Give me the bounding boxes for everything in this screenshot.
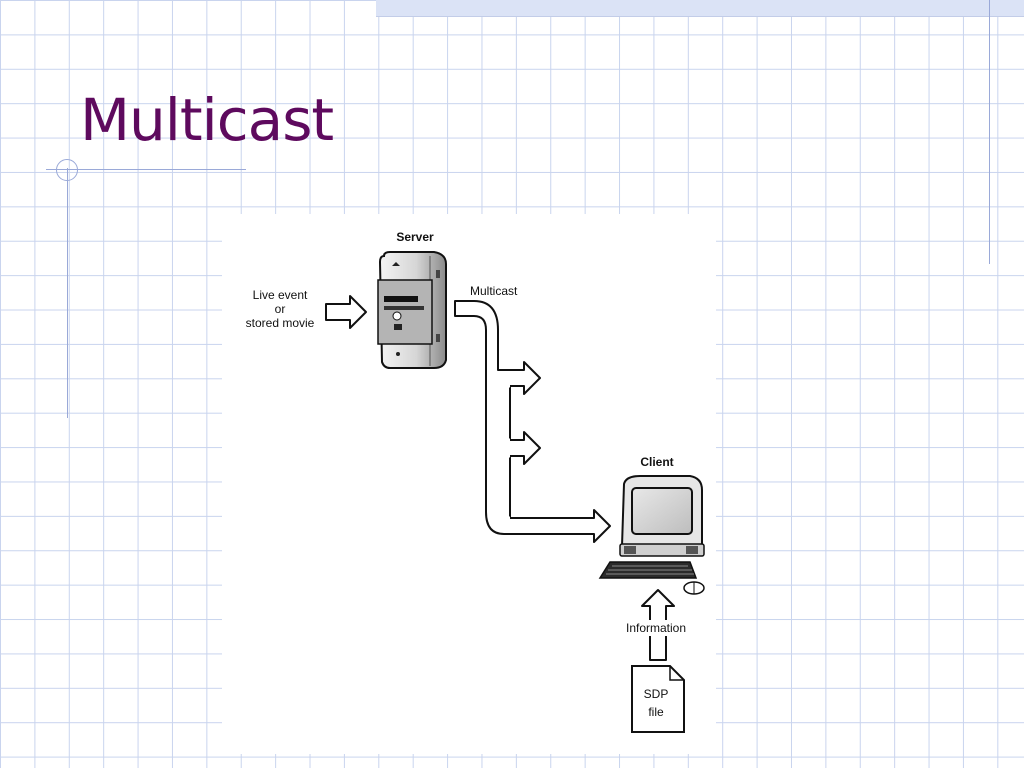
title-ornament-circle	[56, 159, 78, 181]
source-label-line1: Live event	[253, 288, 308, 302]
information-label: Information	[626, 621, 686, 635]
left-accent-rule	[67, 168, 68, 418]
file-label-line2: file	[648, 705, 664, 719]
server-label: Server	[396, 230, 434, 244]
client-computer-icon	[598, 475, 705, 595]
multicast-diagram: Server Live event or stored movie Multic…	[222, 214, 716, 754]
source-label-line3: stored movie	[246, 316, 315, 330]
multicast-label: Multicast	[470, 284, 518, 298]
right-accent-rule	[989, 0, 990, 264]
source-label-line2: or	[275, 302, 286, 316]
file-label-line1: SDP	[644, 687, 669, 701]
diagram-canvas: Server Live event or stored movie Multic…	[246, 230, 705, 733]
header-band	[376, 0, 1024, 17]
client-label: Client	[640, 455, 673, 469]
slide-title: Multicast	[80, 86, 334, 154]
multicast-arrow	[454, 300, 611, 543]
title-underline	[46, 169, 246, 170]
server-icon	[377, 251, 447, 369]
sdp-file-icon	[631, 665, 685, 733]
input-arrow	[325, 295, 367, 329]
